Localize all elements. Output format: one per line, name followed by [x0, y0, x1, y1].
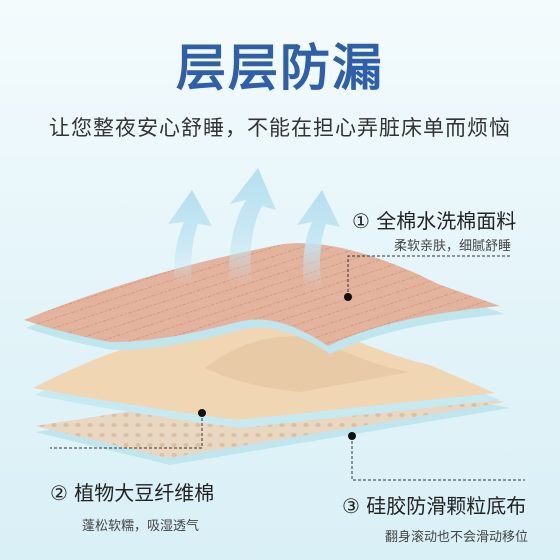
layer-2-name: 植物大豆纤维棉: [74, 481, 215, 505]
layer-1-number: ①: [352, 209, 370, 233]
page-title: 层层防漏: [176, 39, 384, 97]
airflow-arrow-icon: [297, 190, 340, 290]
layer-1-label: ① 全棉水洗棉面料: [352, 205, 516, 234]
layer-3-number: ③: [342, 494, 360, 518]
layer-2-description: 蓬松软糯，吸湿透气: [82, 519, 200, 534]
top-layer: [24, 243, 505, 354]
callout-dot-3: [348, 432, 356, 440]
page-subtitle: 让您整夜安心舒睡，不能在担心弄脏床单而烦恼: [49, 116, 511, 140]
airflow-arrow-icon: [229, 168, 276, 285]
layer-3-name: 硅胶防滑颗粒底布: [366, 494, 527, 518]
layer-3-label: ③ 硅胶防滑颗粒底布: [342, 490, 526, 519]
callout-dot-2: [198, 409, 206, 417]
layer-2-number: ②: [50, 481, 68, 505]
callout-dot-1: [344, 293, 352, 301]
airflow-arrows: [168, 168, 340, 290]
layer-2-label: ② 植物大豆纤维棉: [50, 477, 214, 506]
layer-3-description: 翻身滚动也不会滑动移位: [385, 530, 529, 545]
callout-lines: [50, 255, 525, 481]
airflow-arrow-icon: [168, 190, 212, 285]
layer-1-name: 全棉水洗棉面料: [376, 209, 517, 233]
layer-1-description: 柔软亲肤，细腻舒睡: [394, 239, 512, 254]
